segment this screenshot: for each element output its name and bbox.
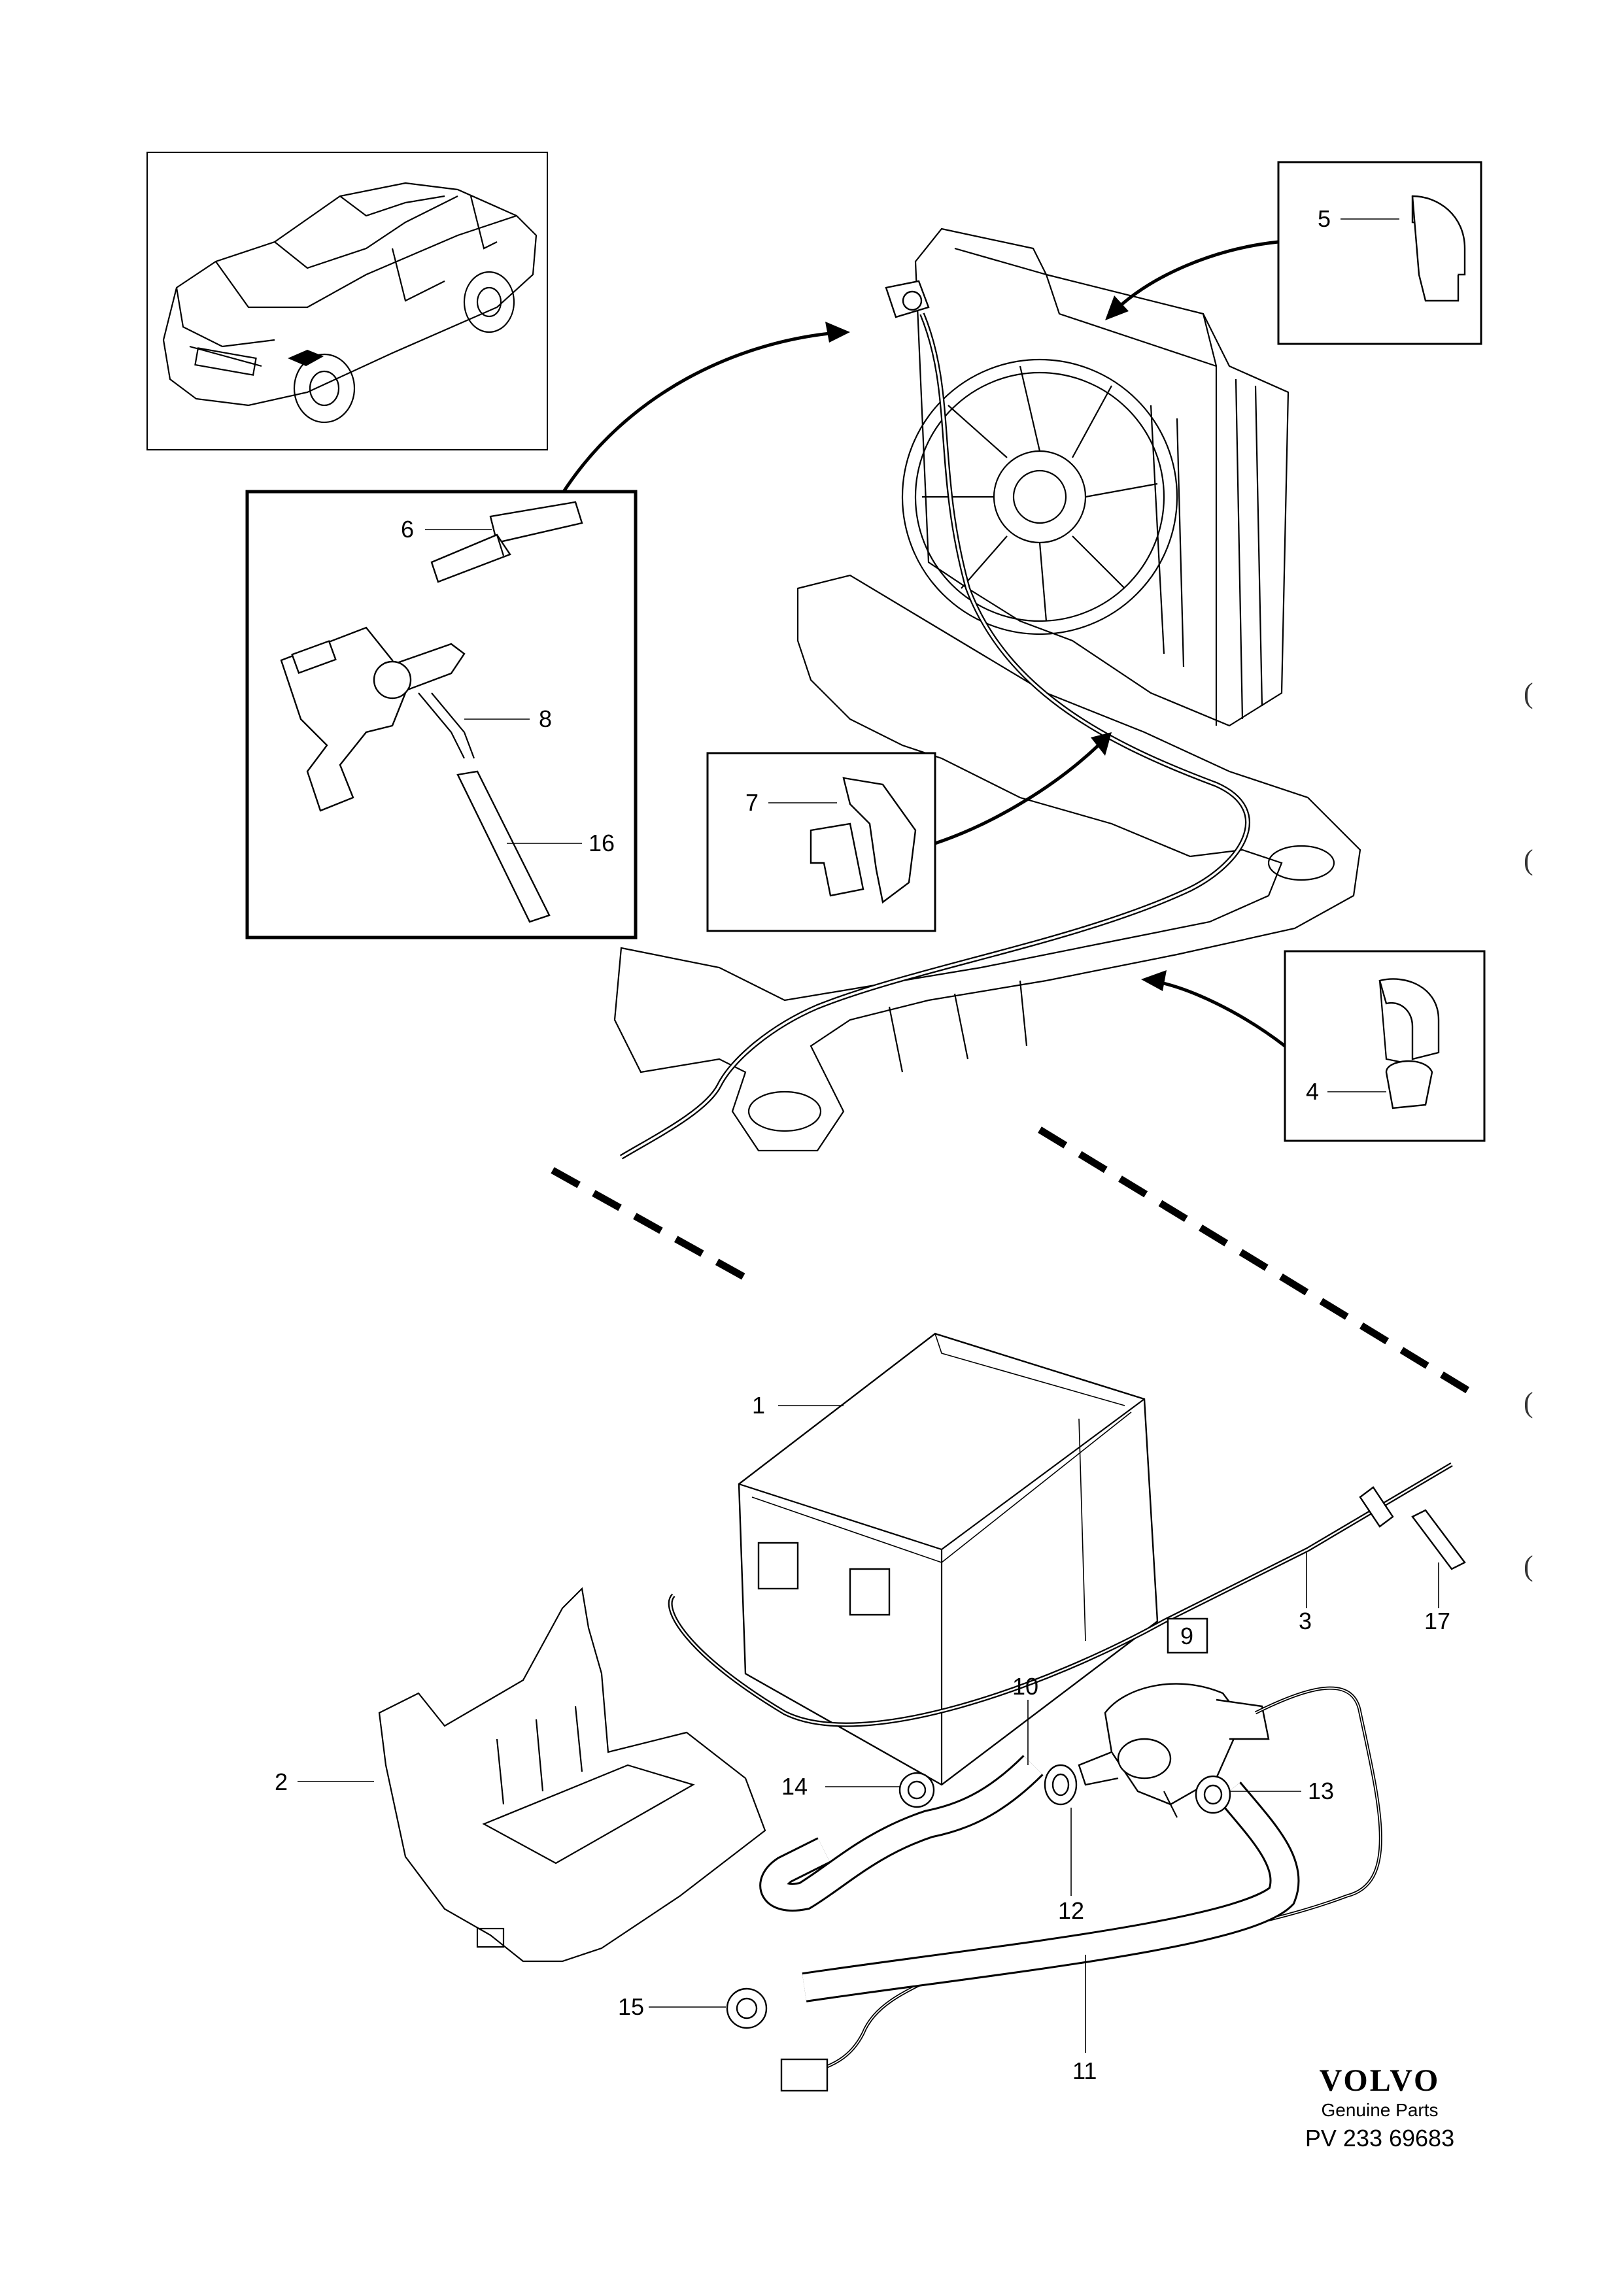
callout-12: 12 [1058, 1897, 1084, 1924]
purge-valve-part-9 [1078, 1683, 1270, 1818]
vent-pipe-routing [619, 312, 1250, 1160]
margin-mark-4: ( [1524, 1550, 1533, 1582]
margin-mark-1: ( [1524, 677, 1533, 709]
car-illustration [162, 182, 538, 424]
diagram-code: PV 233 69683 [1305, 2125, 1455, 2152]
hose-clamp-part-14 [898, 1772, 935, 1808]
harness-connector [780, 2058, 829, 2092]
connector-part-6 [430, 501, 583, 583]
callout-10: 10 [1012, 1673, 1038, 1700]
callout-2: 2 [275, 1768, 288, 1795]
hose-part-16 [456, 770, 551, 923]
callout-13: 13 [1308, 1778, 1334, 1804]
tube-tee-fitting [1359, 1486, 1466, 1570]
brand-subtitle: Genuine Parts [1321, 2100, 1439, 2120]
volvo-logo: VOLVO [1319, 2063, 1441, 2098]
callout-5: 5 [1318, 205, 1331, 232]
canister-location-highlight [288, 350, 324, 366]
arrow-curve-clip-5 [1110, 240, 1279, 315]
sensor-detail-box [245, 490, 638, 939]
arrow-curve-clip-7 [934, 737, 1106, 845]
callout-17: 17 [1424, 1608, 1450, 1634]
clip-detail-box-4 [1284, 950, 1486, 1142]
callout-9: 9 [1180, 1623, 1193, 1649]
callout-3: 3 [1299, 1608, 1312, 1634]
callout-7: 7 [745, 789, 759, 816]
callout-15: 15 [618, 1993, 644, 2020]
callout-8: 8 [539, 705, 552, 732]
vehicle-location-inset [146, 152, 548, 450]
callout-4: 4 [1306, 1078, 1319, 1105]
canister-bracket-part-2 [378, 1587, 766, 1963]
clip-detail-box-7 [706, 752, 936, 932]
brand-block: VOLVO Genuine Parts PV 233 69683 [1275, 2063, 1484, 2152]
callout-14: 14 [781, 1773, 808, 1800]
hose-clamp-part-12 [1044, 1764, 1078, 1806]
dashed-install-boundary [551, 1126, 1473, 1396]
callout-16: 16 [589, 830, 615, 856]
hose-clamp-part-15 [726, 1987, 768, 2029]
arrow-curve-clip-4 [1150, 979, 1286, 1047]
sensor-part-8 [280, 626, 475, 812]
callout-1: 1 [752, 1392, 765, 1419]
margin-mark-3: ( [1524, 1387, 1533, 1419]
front-subframe [613, 574, 1361, 1152]
clip-detail-box-5 [1277, 161, 1482, 345]
callout-11: 11 [1072, 2057, 1097, 2084]
radiator-fan-assembly [901, 228, 1290, 727]
fan-sensor-connector [885, 280, 930, 318]
margin-mark-2: ( [1524, 844, 1533, 876]
callout-box-9 [1167, 1617, 1208, 1654]
arrow-curve-detail-to-fan [560, 330, 844, 495]
hose-clamp-part-13 [1195, 1775, 1231, 1814]
callout-6: 6 [401, 516, 414, 543]
